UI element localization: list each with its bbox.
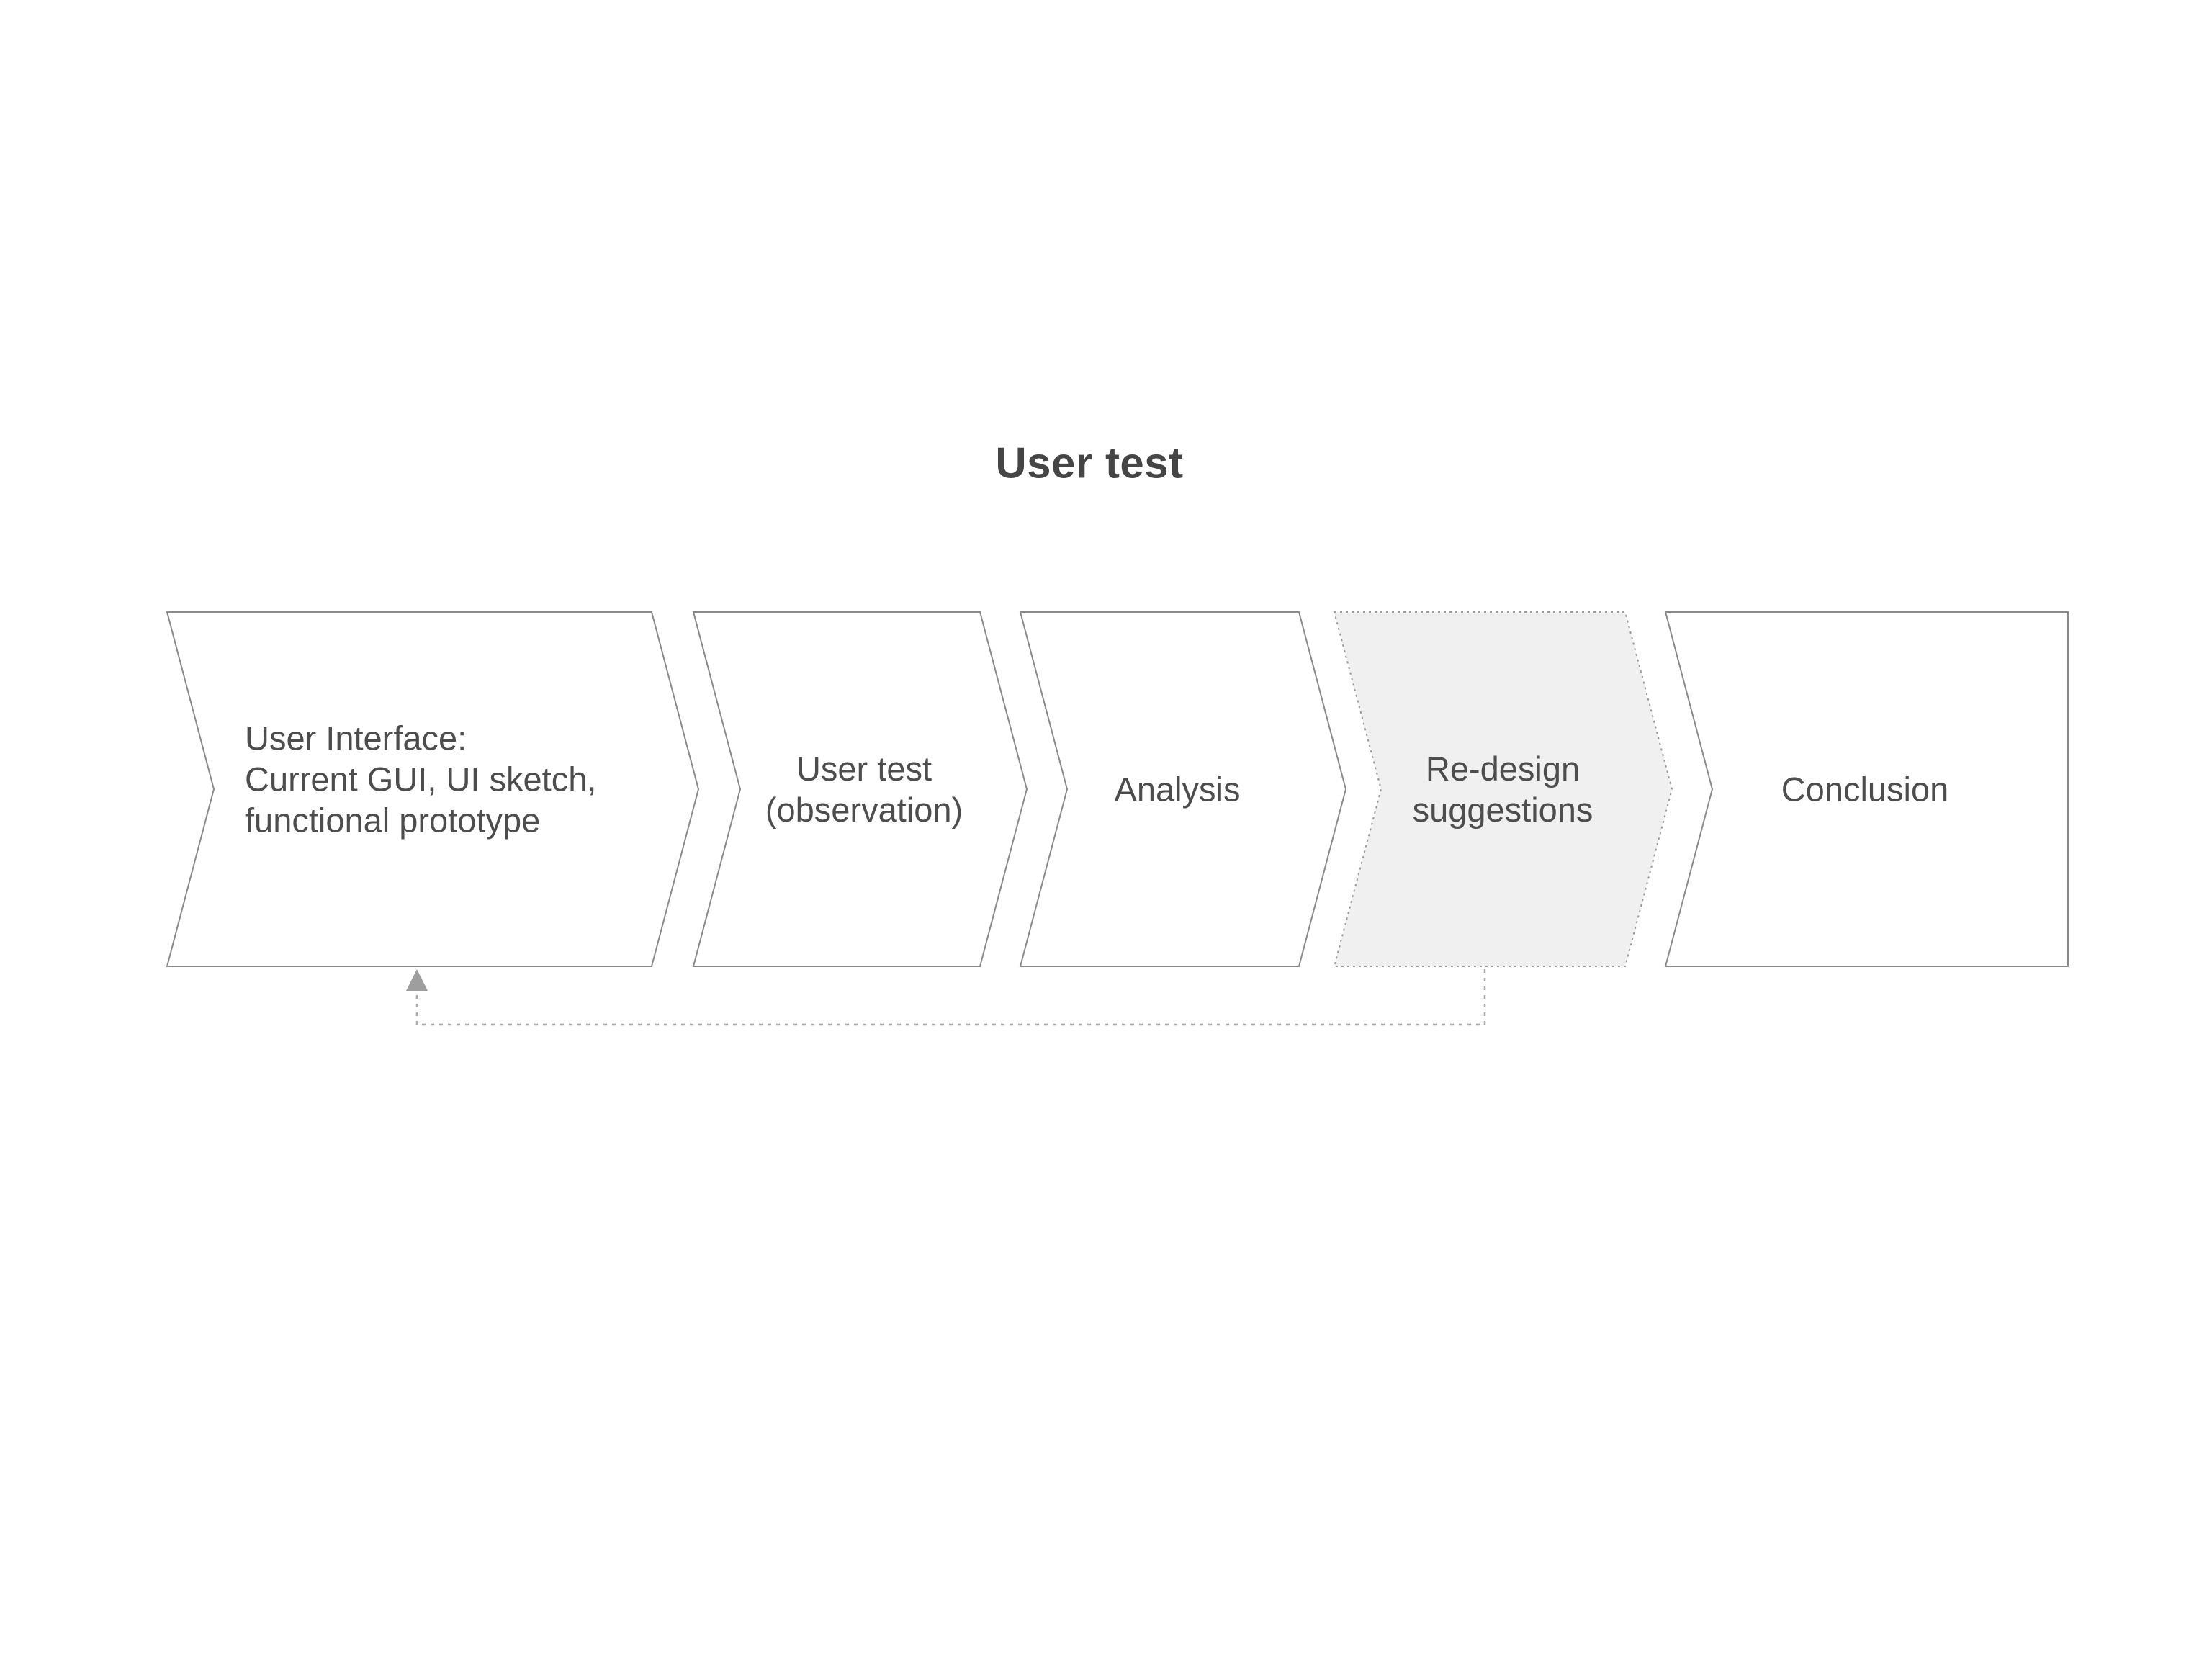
chevron-step-user-test (692, 611, 1028, 967)
step-label-line: Conclusion (1781, 770, 1949, 809)
step-label-line: suggestions (1412, 791, 1593, 829)
chevron-step-analysis (1019, 611, 1347, 967)
step-label-analysis: Analysis (1114, 769, 1240, 810)
page-title: User test (995, 439, 1184, 487)
step-label-line: functional prototype (245, 801, 541, 840)
step-label-conclusion: Conclusion (1781, 769, 1949, 810)
step-label-line: User Interface: (245, 719, 467, 757)
step-label-line: Current GUI, UI sketch, (245, 760, 597, 799)
feedback-dotted-line (415, 969, 1486, 1026)
step-label-user-interface: User Interface: Current GUI, UI sketch, … (245, 718, 596, 841)
step-label-line: Re-design (1425, 750, 1581, 788)
chevron-step-redesign-suggestions (1333, 611, 1673, 967)
step-label-line: Analysis (1114, 770, 1241, 809)
feedback-arrowhead-icon (406, 969, 428, 991)
step-label-redesign-suggestions: Re-design suggestions (1413, 748, 1593, 830)
step-label-line: (observation) (765, 791, 963, 829)
step-label-user-test: User test (observation) (765, 748, 963, 830)
chevron-step-user-interface (166, 611, 700, 967)
step-label-line: User test (796, 750, 932, 788)
chevron-step-conclusion (1664, 611, 2069, 967)
